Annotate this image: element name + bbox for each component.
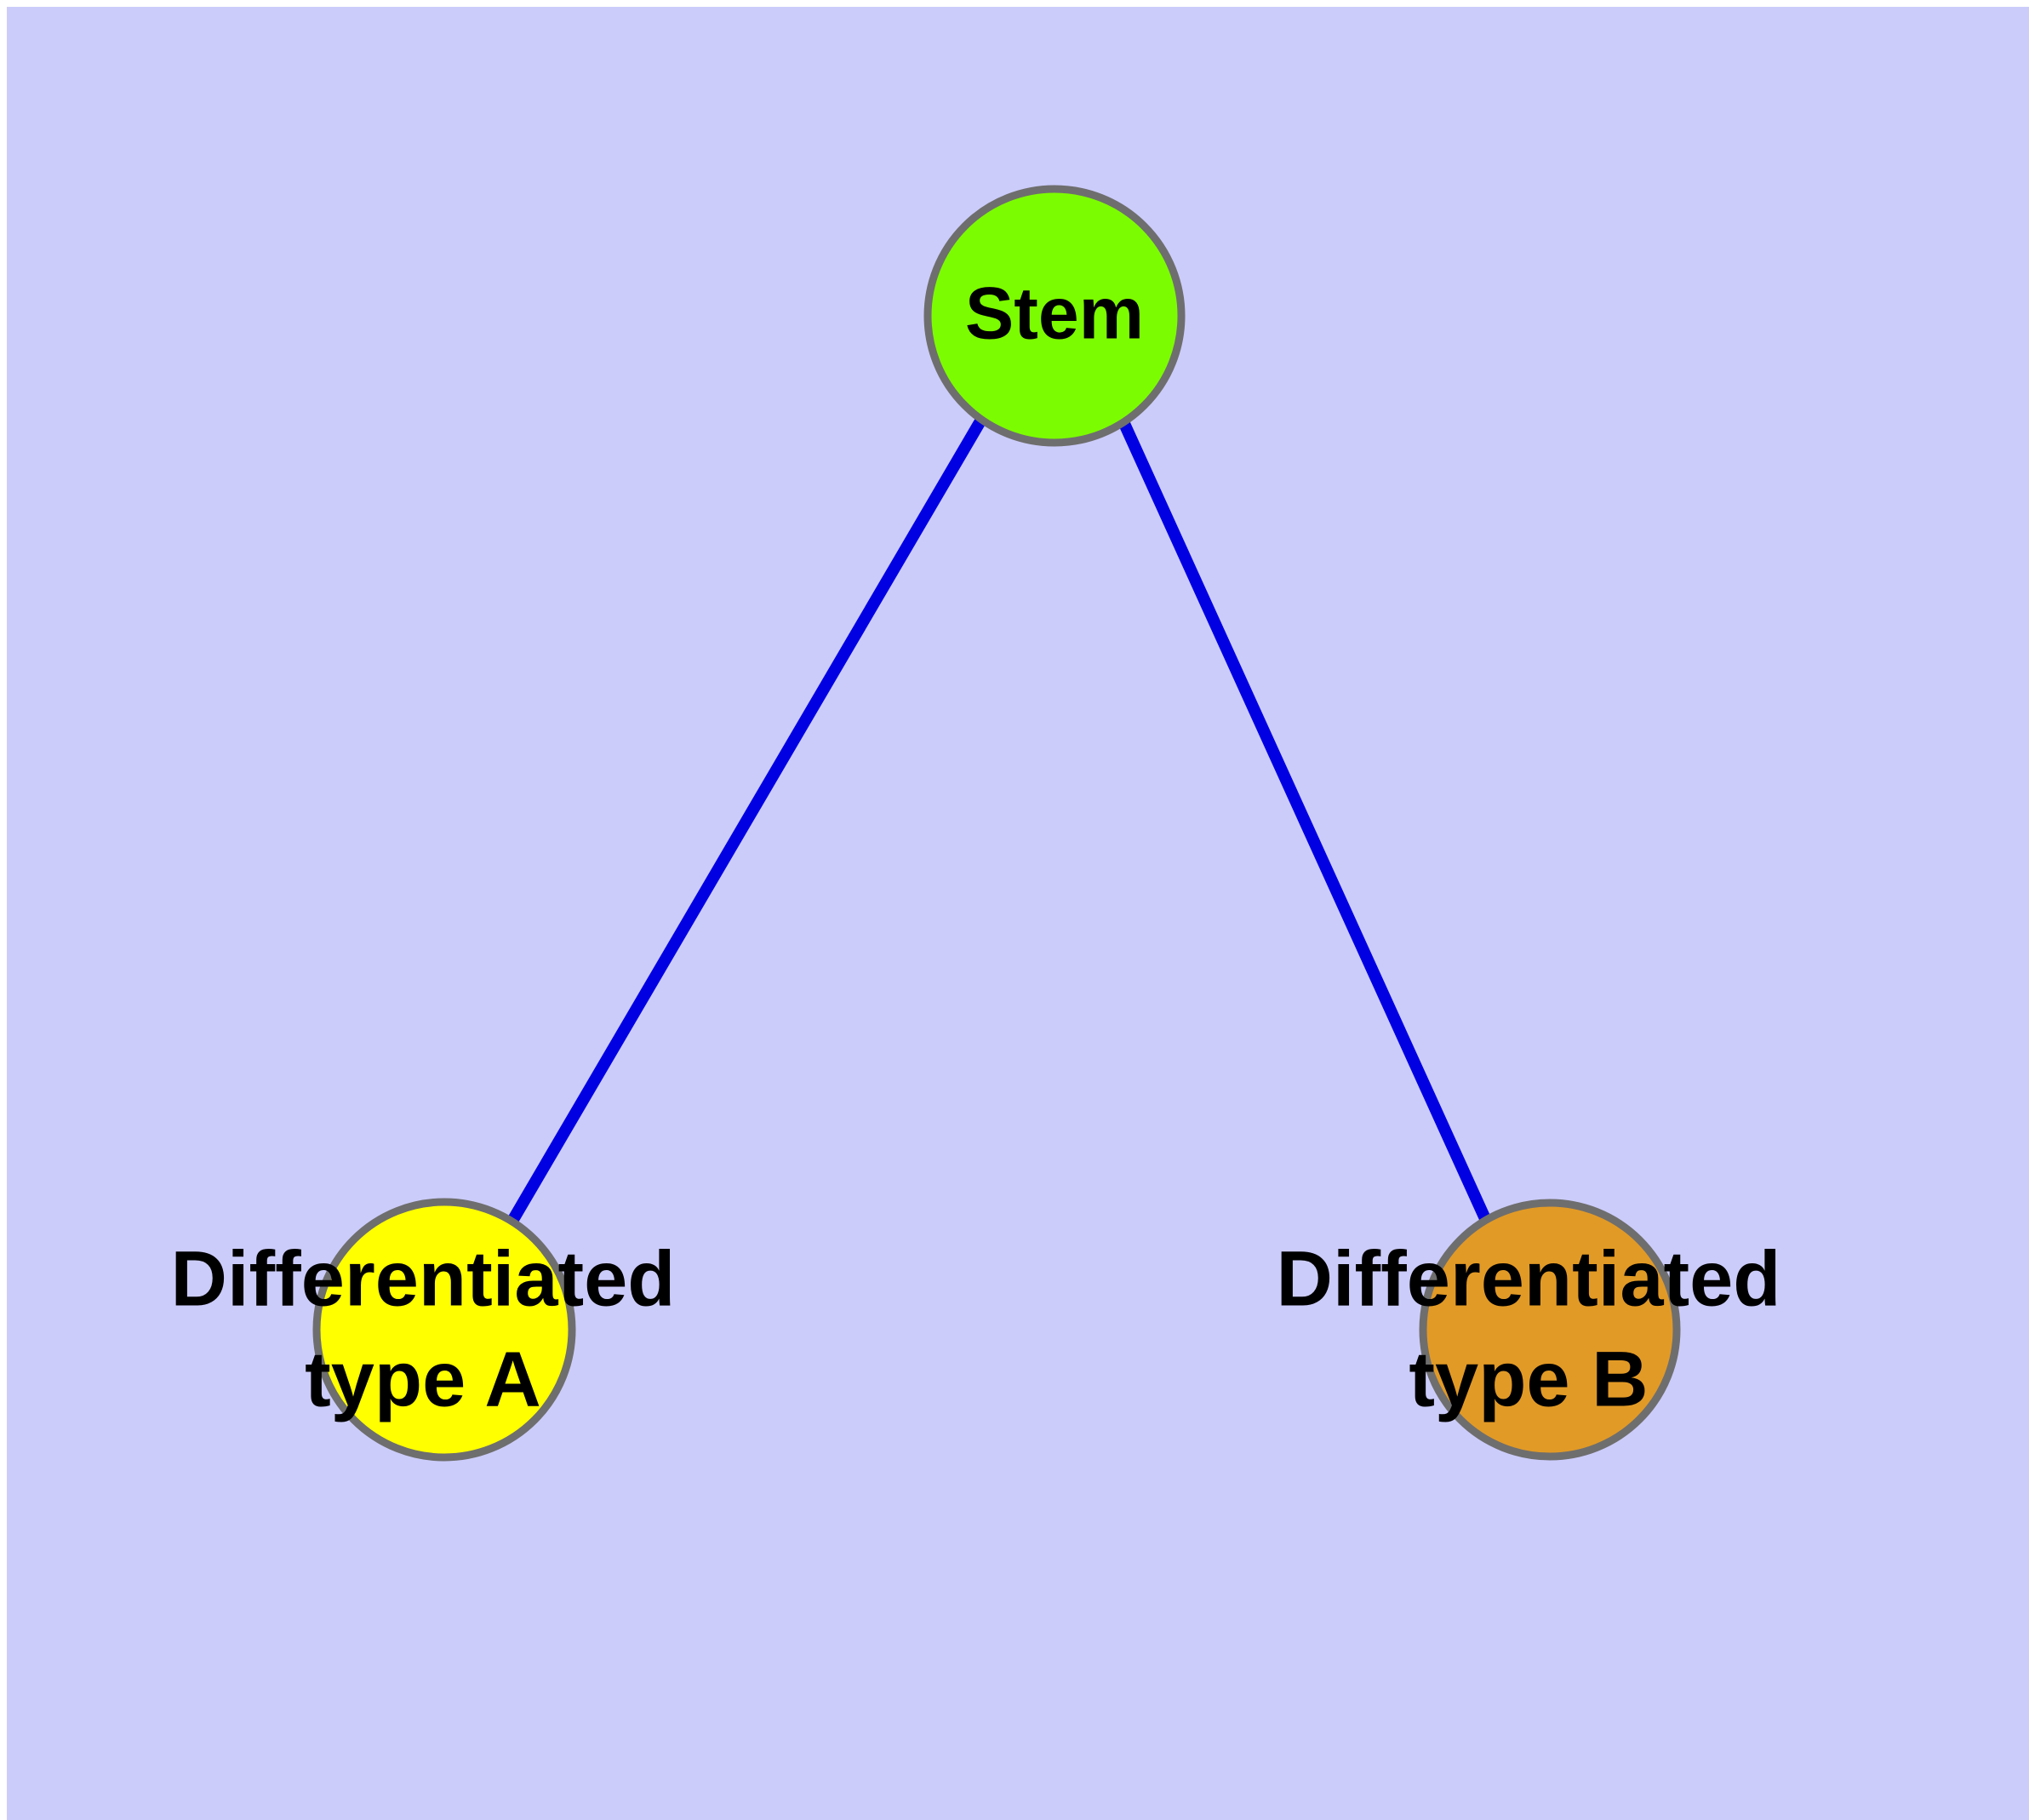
node-circle-stem[interactable] — [923, 185, 1186, 447]
node-label-differentiated-type-a-line1: Differentiated — [171, 1235, 676, 1322]
node-group-differentiated-type-a[interactable]: Differentiated type A — [171, 1198, 676, 1462]
node-circle-differentiated-type-a[interactable] — [312, 1198, 576, 1462]
node-label-differentiated-type-b-line1: Differentiated — [1277, 1235, 1781, 1322]
edge-group — [506, 415, 1493, 1226]
node-group-stem[interactable]: Stem — [923, 185, 1186, 447]
node-label-differentiated-type-a-line2: type A — [305, 1336, 541, 1422]
node-circle-differentiated-type-b[interactable] — [1419, 1199, 1681, 1461]
node-group-differentiated-type-b[interactable]: Differentiated type B — [1277, 1199, 1781, 1461]
edge-stem-to-differentiated-type-b[interactable] — [1116, 415, 1493, 1225]
node-label-stem: Stem — [965, 273, 1144, 355]
edge-stem-to-differentiated-type-a[interactable] — [506, 416, 987, 1226]
node-label-differentiated-type-b-line2: type B — [1409, 1336, 1648, 1422]
